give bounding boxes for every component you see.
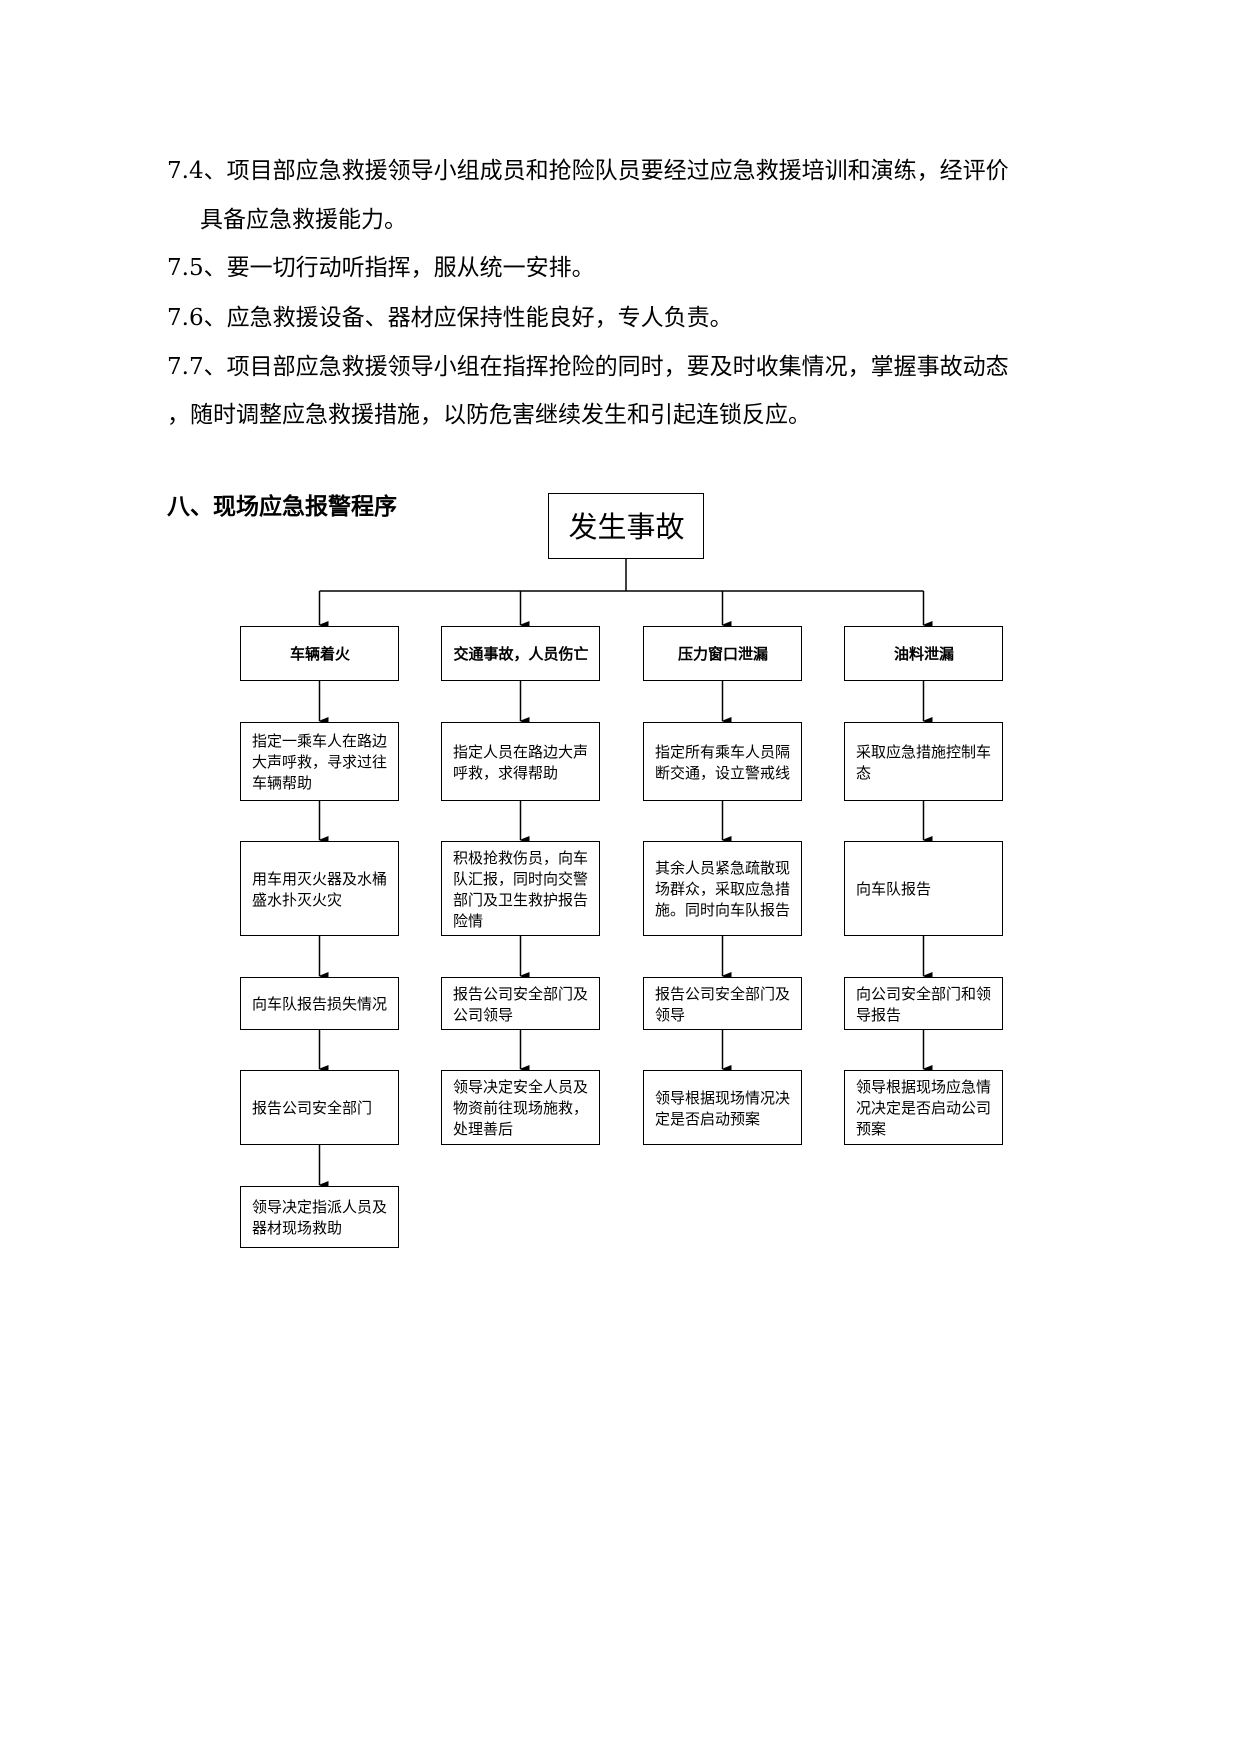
paragraph-7-7: 7.7、项目部应急救援领导小组在指挥抢险的同时，要及时收集情况，掌握事故动态 (167, 354, 1009, 380)
branch-header-node: 车辆着火 (240, 626, 399, 681)
branch-header-node: 压力窗口泄漏 (643, 626, 802, 681)
node-label: 指定所有乘车人员隔断交通，设立警戒线 (655, 742, 791, 782)
step-node: 报告公司安全部门及领导 (643, 977, 802, 1030)
step-node: 报告公司安全部门 (240, 1070, 399, 1145)
node-label: 指定一乘车人在路边大声呼救，寻求过往车辆帮助 (252, 732, 388, 792)
node-label: 报告公司安全部门及领导 (655, 984, 791, 1024)
node-label: 领导决定指派人员及器材现场救助 (252, 1198, 388, 1237)
node-label: 向车队报告损失情况 (252, 995, 388, 1013)
step-node: 指定人员在路边大声呼救，求得帮助 (441, 722, 600, 801)
step-node: 积极抢救伤员，向车队汇报，同时向交警部门及卫生救护报告险情 (441, 841, 600, 936)
node-label: 领导根据现场应急情况决定是否启动公司预案 (856, 1078, 992, 1138)
node-label: 交通事故，人员伤亡 (453, 645, 589, 663)
step-node: 用车用灭火器及水桶盛水扑灭火灾 (240, 841, 399, 936)
node-label: 领导根据现场情况决定是否启动预案 (655, 1088, 791, 1128)
paragraph-7-7-cont: ，随时调整应急救援措施，以防危害继续发生和引起连锁反应。 (167, 402, 811, 428)
branch-header-node: 交通事故，人员伤亡 (441, 626, 600, 681)
step-node: 向车队报告 (844, 841, 1003, 936)
node-label: 油料泄漏 (893, 645, 954, 663)
node-label: 采取应急措施控制车态 (856, 742, 992, 782)
node-label: 其余人员紧急疏散现场群众，采取应急措施。同时向车队报告 (655, 859, 791, 919)
step-node: 向车队报告损失情况 (240, 977, 399, 1030)
node-label: 指定人员在路边大声呼救，求得帮助 (453, 742, 589, 782)
step-node: 领导根据现场情况决定是否启动预案 (643, 1070, 802, 1145)
paragraph-7-5: 7.5、要一切行动听指挥，服从统一安排。 (167, 255, 595, 281)
paragraph-7-4: 7.4、项目部应急救援领导小组成员和抢险队员要经过应急救援培训和演练，经评价 (167, 158, 1009, 184)
root-node: 发生事故 (548, 493, 704, 559)
node-label: 压力窗口泄漏 (677, 645, 768, 663)
step-node: 领导决定指派人员及器材现场救助 (240, 1186, 399, 1248)
branch-header-node: 油料泄漏 (844, 626, 1003, 681)
step-node: 其余人员紧急疏散现场群众，采取应急措施。同时向车队报告 (643, 841, 802, 936)
node-label: 领导决定安全人员及物资前往现场施救，处理善后 (453, 1078, 589, 1138)
step-node: 报告公司安全部门及公司领导 (441, 977, 600, 1030)
paragraph-7-6: 7.6、应急救援设备、器材应保持性能良好，专人负责。 (167, 305, 733, 331)
paragraph-7-4-cont: 具备应急救援能力。 (200, 207, 407, 233)
node-label: 向公司安全部门和领导报告 (856, 984, 992, 1024)
step-node: 指定一乘车人在路边大声呼救，寻求过往车辆帮助 (240, 722, 399, 801)
node-label: 用车用灭火器及水桶盛水扑灭火灾 (252, 869, 388, 909)
node-label: 车辆着火 (289, 645, 350, 663)
step-node: 领导根据现场应急情况决定是否启动公司预案 (844, 1070, 1003, 1145)
node-label: 向车队报告 (856, 880, 932, 898)
node-label: 报告公司安全部门 (252, 1099, 373, 1117)
step-node: 采取应急措施控制车态 (844, 722, 1003, 801)
step-node: 指定所有乘车人员隔断交通，设立警戒线 (643, 722, 802, 801)
step-node: 向公司安全部门和领导报告 (844, 977, 1003, 1030)
node-label: 积极抢救伤员，向车队汇报，同时向交警部门及卫生救护报告险情 (453, 848, 589, 930)
step-node: 领导决定安全人员及物资前往现场施救，处理善后 (441, 1070, 600, 1145)
section-heading: 八、现场应急报警程序 (167, 494, 397, 520)
root-label: 发生事故 (568, 509, 685, 544)
node-label: 报告公司安全部门及公司领导 (453, 984, 589, 1024)
